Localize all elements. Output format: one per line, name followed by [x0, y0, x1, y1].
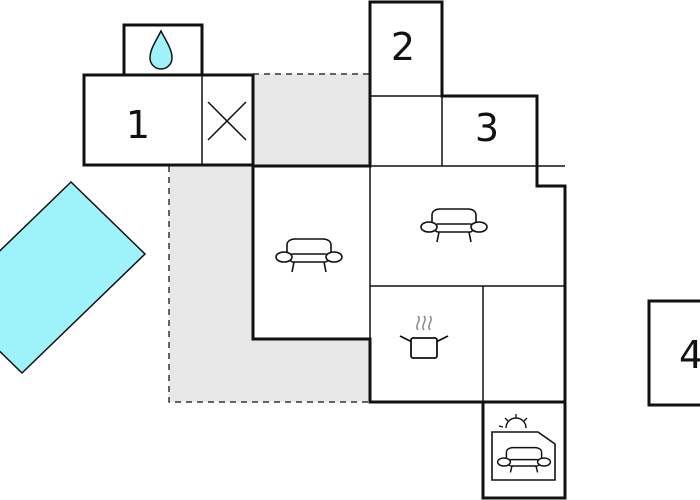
room-1	[82, 73, 255, 167]
water-drop-icon	[149, 29, 173, 70]
cross-icon	[207, 101, 247, 141]
room-label-1: 1	[126, 103, 150, 147]
sofa-icon	[420, 208, 488, 243]
swimming-pool	[0, 180, 147, 375]
room-label-4: 4	[679, 333, 700, 377]
terrace-dashed-outline-2	[168, 166, 370, 403]
room-label-3: 3	[475, 106, 499, 150]
terrace-area	[169, 74, 370, 402]
room-label-2: 2	[391, 25, 415, 69]
room-4	[647, 299, 700, 407]
cooking-pot-icon	[399, 315, 449, 359]
sofa-icon	[275, 238, 343, 273]
sunroom-sofa-icon	[491, 414, 556, 481]
